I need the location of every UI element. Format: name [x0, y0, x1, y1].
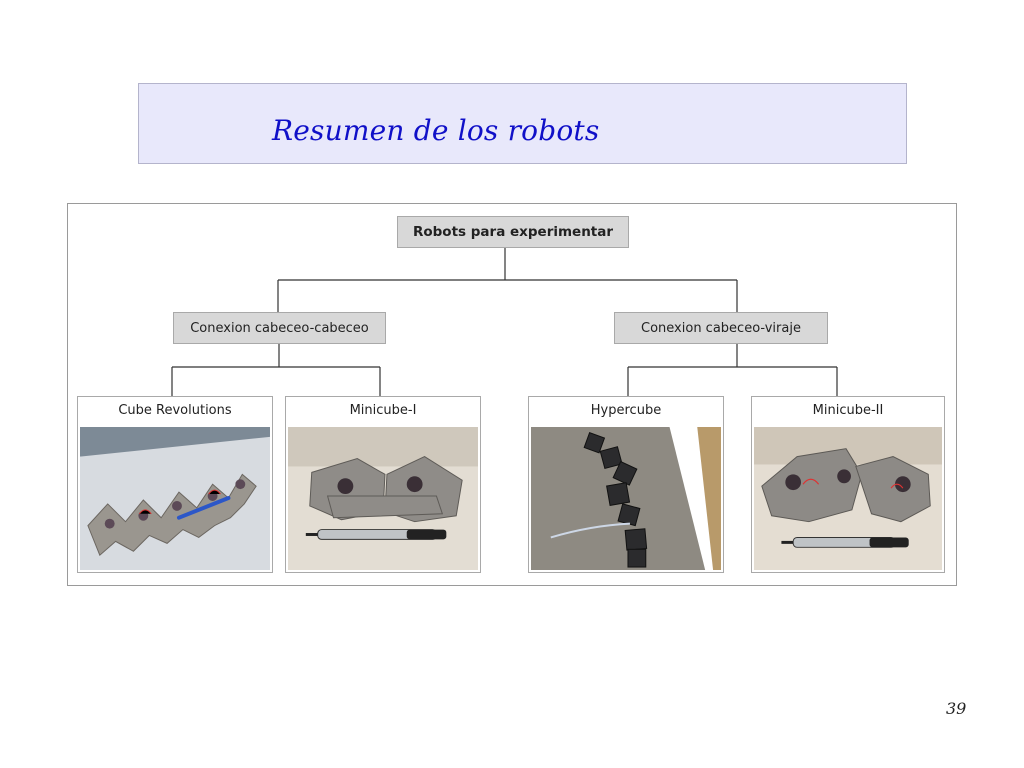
root-node: Robots para experimentar	[397, 216, 629, 248]
group-node-cabeceo-cabeceo: Conexion cabeceo-cabeceo	[173, 312, 386, 344]
leaf-minicube-ii: Minicube-II	[751, 396, 945, 573]
robot-photo	[288, 427, 478, 570]
robot-tree-diagram: Robots para experimentar Conexion cabece…	[67, 203, 957, 586]
robot-photo	[531, 427, 721, 570]
leaf-label: Cube Revolutions	[118, 403, 232, 418]
robot-photo	[80, 427, 270, 570]
slide-title-box: Resumen de los robots	[138, 83, 907, 164]
leaf-label: Hypercube	[590, 403, 662, 418]
leaf-minicube-i: Minicube-I	[285, 396, 481, 573]
robot-photo	[754, 427, 942, 570]
group-node-cabeceo-viraje: Conexion cabeceo-viraje	[614, 312, 828, 344]
leaf-label: Minicube-II	[812, 403, 884, 418]
slide-title: Resumen de los robots	[272, 114, 600, 147]
connector-lines	[171, 248, 838, 396]
leaf-hypercube: Hypercube	[528, 396, 724, 573]
leaf-label: Minicube-I	[349, 403, 417, 418]
page-number: 39	[946, 699, 967, 718]
leaf-cube-revolutions: Cube Revolutions	[77, 396, 273, 573]
